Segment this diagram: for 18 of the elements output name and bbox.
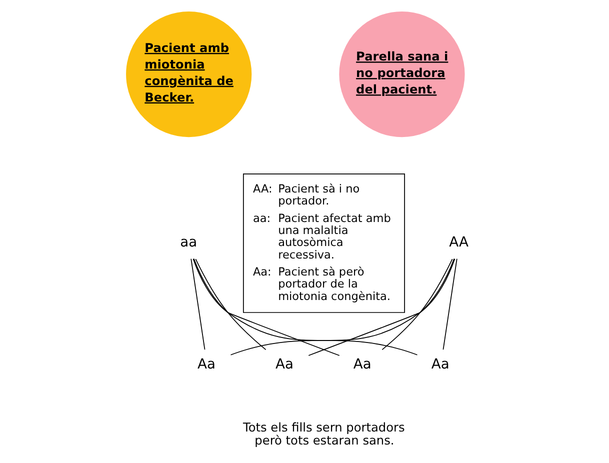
connector	[308, 258, 455, 356]
node-text: Aa	[431, 356, 450, 373]
connector	[190, 258, 206, 350]
node-box: AA: Pacient sà i no portador. aa: Pacient afectat amb una malaltia autosòmica recessiva. Aa: Pacient sà però portador de la miotonia congènita.	[242, 173, 405, 313]
connector	[382, 258, 453, 350]
connector	[193, 258, 340, 356]
node-text: aa	[180, 234, 198, 250]
connector	[195, 258, 266, 350]
connector	[230, 258, 456, 356]
node-circle: Parella sana i no portadora del pacient.	[339, 11, 465, 138]
connector	[442, 258, 458, 350]
label: Tots els fills sern portadors però tots estaran sans.	[242, 420, 405, 448]
node-text: Aa	[275, 356, 294, 373]
node-text: AA	[449, 234, 469, 250]
node-circle: Pacient amb miotonia congènita de Becker.	[126, 11, 252, 138]
connector	[192, 258, 418, 356]
node-text: Aa	[198, 356, 216, 373]
node-text: Aa	[353, 356, 372, 373]
